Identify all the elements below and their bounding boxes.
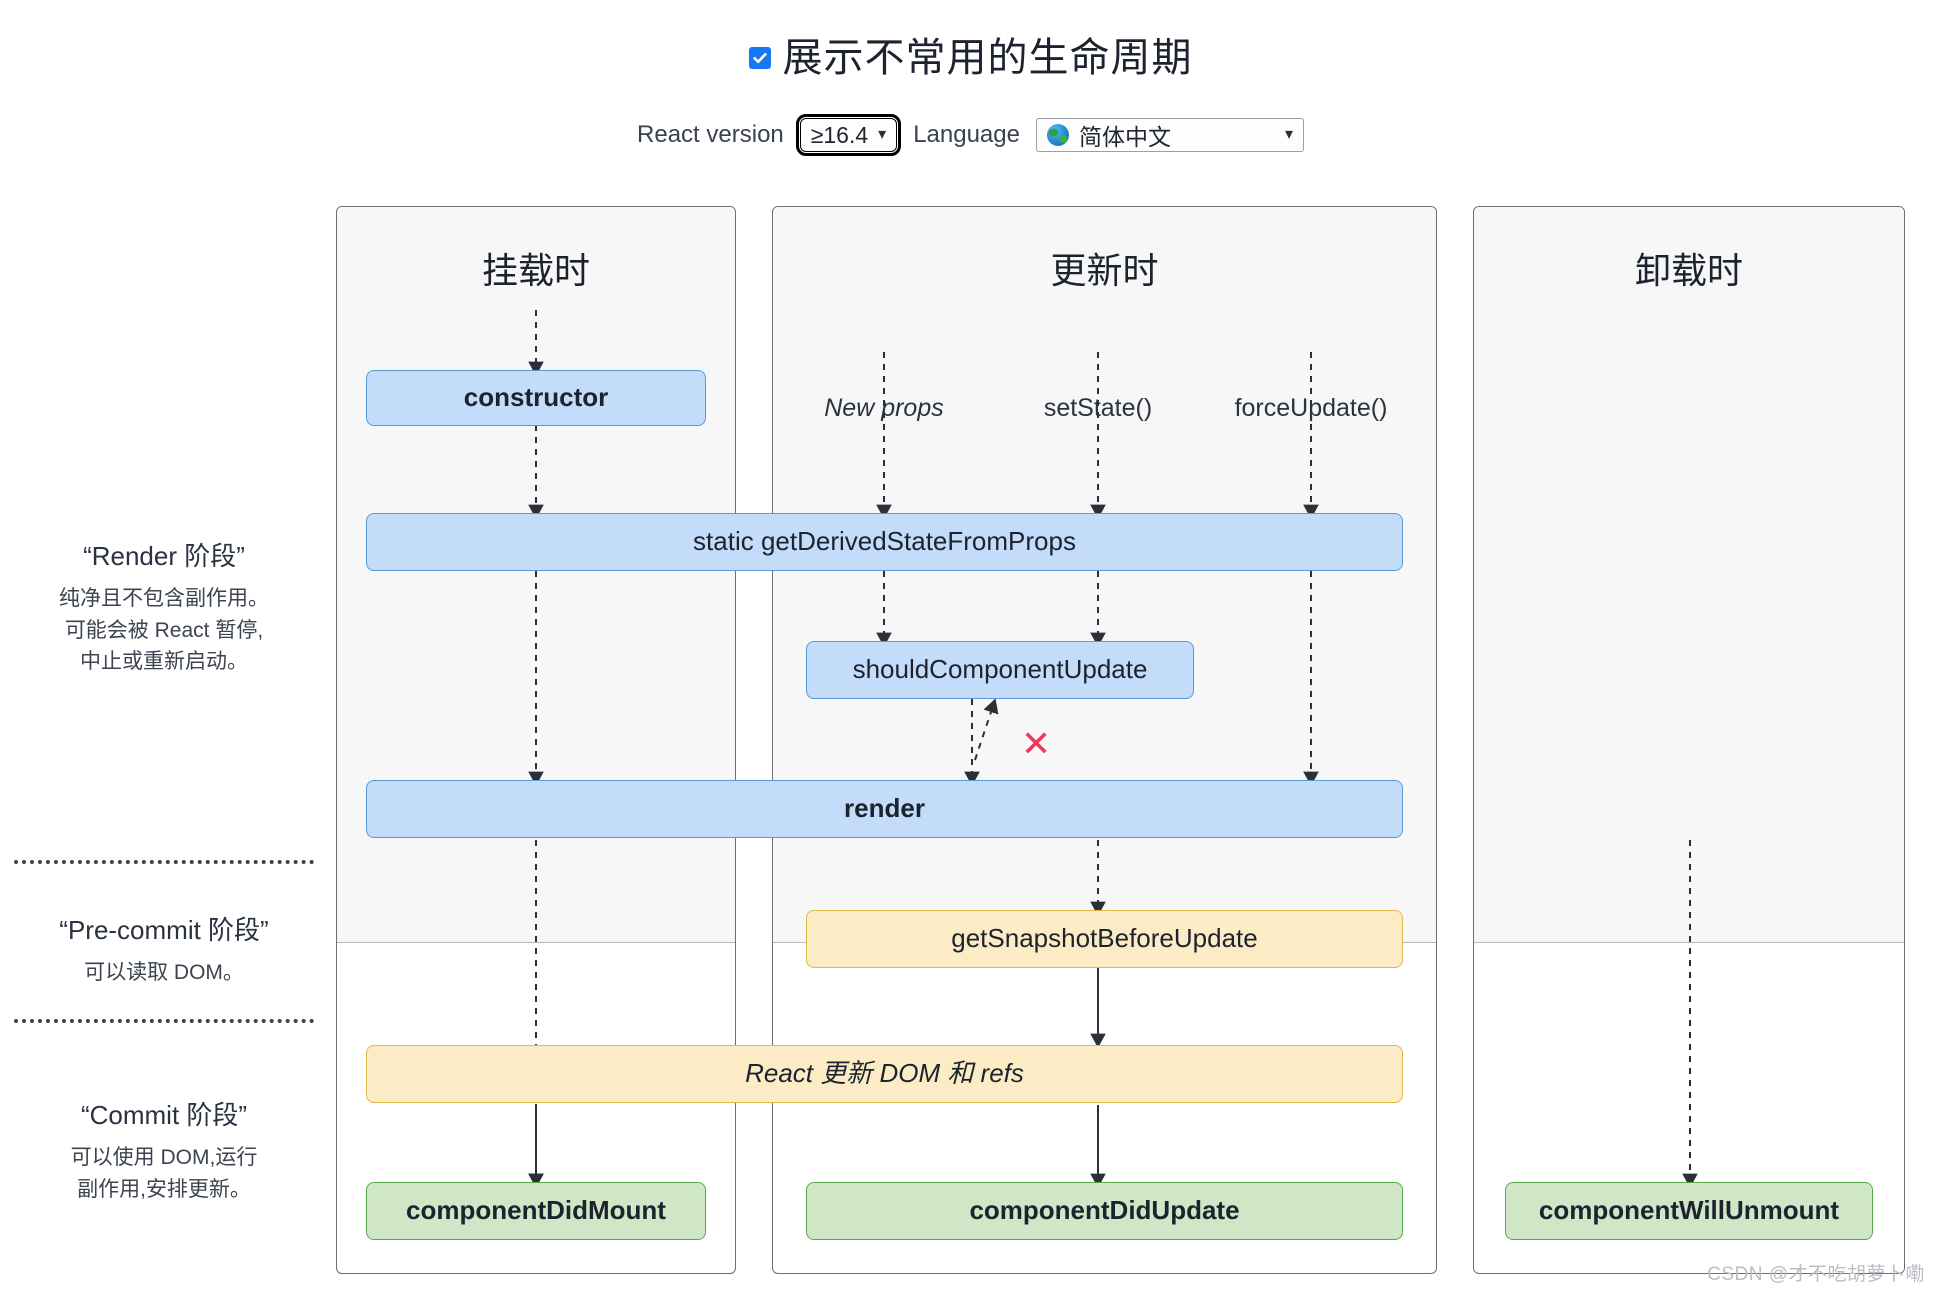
- render-phase-shade: [1474, 207, 1904, 942]
- chevron-down-icon: ▾: [878, 126, 887, 143]
- phase-body: 可以读取 DOM。: [84, 961, 244, 984]
- controls-bar: React version ≥16.4 ▾ Language 简体中文 ▾: [0, 114, 1941, 156]
- react-version-select[interactable]: ≥16.4 ▾: [795, 114, 902, 156]
- phase-legend-precommit: “Pre-commit 阶段” 可以读取 DOM。: [14, 910, 314, 989]
- trigger-new-props: New props: [824, 394, 944, 422]
- phase-legend-render: “Render 阶段” 纯净且不包含副作用。可能会被 React 暂停,中止或重…: [14, 536, 314, 678]
- phase-body: 可以使用 DOM,运行副作用,安排更新。: [70, 1146, 258, 1201]
- node-component-will-unmount[interactable]: componentWillUnmount: [1505, 1182, 1873, 1240]
- node-component-did-mount[interactable]: componentDidMount: [366, 1182, 706, 1240]
- column-unmounting: 卸载时: [1473, 206, 1905, 1274]
- language-label: Language: [913, 121, 1020, 148]
- language-value: 简体中文: [1078, 124, 1171, 150]
- react-version-label: React version: [637, 121, 784, 148]
- phase-heading: “Render 阶段”: [83, 541, 245, 571]
- phase-divider-top: [14, 860, 314, 864]
- skip-update-x-icon: ✕: [1021, 723, 1052, 764]
- node-component-did-update[interactable]: componentDidUpdate: [806, 1182, 1403, 1240]
- node-get-snapshot-before-update[interactable]: getSnapshotBeforeUpdate: [806, 910, 1403, 968]
- globe-icon: [1046, 124, 1069, 146]
- page-title: 展示不常用的生命周期: [782, 36, 1193, 80]
- react-version-value: ≥16.4: [810, 121, 869, 148]
- phase-body: 纯净且不包含副作用。可能会被 React 暂停,中止或重新启动。: [59, 587, 269, 673]
- language-select[interactable]: 简体中文 ▾: [1035, 118, 1304, 152]
- phase-legend-commit: “Commit 阶段” 可以使用 DOM,运行副作用,安排更新。: [14, 1095, 314, 1205]
- watermark: CSDN @才不吃胡萝卜嘞: [1707, 1264, 1925, 1285]
- column-updating: 更新时: [772, 206, 1437, 1274]
- chevron-down-icon: ▾: [1284, 126, 1293, 143]
- trigger-force-update: forceUpdate(): [1234, 394, 1388, 422]
- column-title-mounting: 挂载时: [481, 250, 590, 291]
- page-header: 展示不常用的生命周期: [0, 38, 1941, 78]
- node-constructor[interactable]: constructor: [366, 370, 706, 426]
- node-render[interactable]: render: [366, 780, 1403, 838]
- column-title-updating: 更新时: [1050, 250, 1159, 291]
- node-react-updates-dom[interactable]: React 更新 DOM 和 refs: [366, 1045, 1403, 1103]
- trigger-set-state: setState(): [1043, 394, 1153, 422]
- column-mounting: 挂载时: [336, 206, 736, 1274]
- node-should-component-update[interactable]: shouldComponentUpdate: [806, 641, 1194, 699]
- phase-heading: “Commit 阶段”: [80, 1100, 248, 1130]
- column-title-unmounting: 卸载时: [1634, 250, 1743, 291]
- phase-divider: [1474, 942, 1904, 943]
- check-icon: [752, 53, 767, 64]
- node-get-derived-state-from-props[interactable]: static getDerivedStateFromProps: [366, 513, 1403, 571]
- phase-divider-bottom: [14, 1019, 314, 1023]
- show-legacy-lifecycles-checkbox[interactable]: [748, 47, 771, 69]
- phase-divider: [337, 942, 735, 943]
- phase-heading: “Pre-commit 阶段”: [59, 915, 269, 945]
